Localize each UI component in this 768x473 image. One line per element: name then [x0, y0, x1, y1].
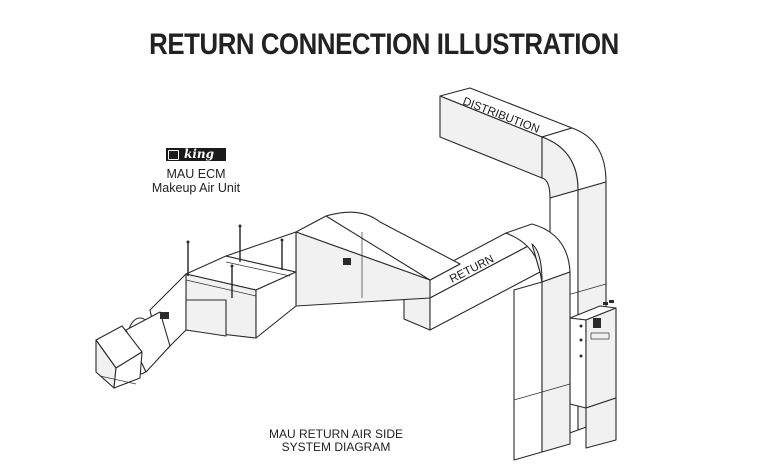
unit-side	[255, 271, 297, 339]
return-drop-side	[541, 271, 571, 453]
page-title: RETURN CONNECTION ILLUSTRATION	[149, 28, 619, 61]
duct-access-port	[343, 258, 351, 265]
diagram-caption-line2: SYSTEM DIAGRAM	[281, 440, 391, 454]
return-drop-front	[513, 281, 543, 461]
intake-sensor	[160, 312, 169, 319]
wall-hood-front	[113, 351, 143, 389]
supply-duct	[295, 211, 461, 307]
makeup-air-unit-cabinet	[569, 300, 617, 449]
diagram-caption-line1: MAU RETURN AIR SIDE	[268, 427, 403, 441]
unit-type-label: Makeup Air Unit	[151, 181, 241, 195]
unit-model-label: MAU ECM	[166, 167, 226, 181]
cabinet-side	[569, 317, 587, 409]
control-panel-display	[593, 318, 601, 328]
brand-logo: king	[166, 148, 226, 161]
crown-icon	[166, 148, 180, 161]
cabinet-base	[585, 397, 617, 449]
makeup-air-unit	[95, 224, 297, 389]
supply-duct-curve	[325, 211, 461, 281]
brand-name: king	[184, 147, 214, 161]
